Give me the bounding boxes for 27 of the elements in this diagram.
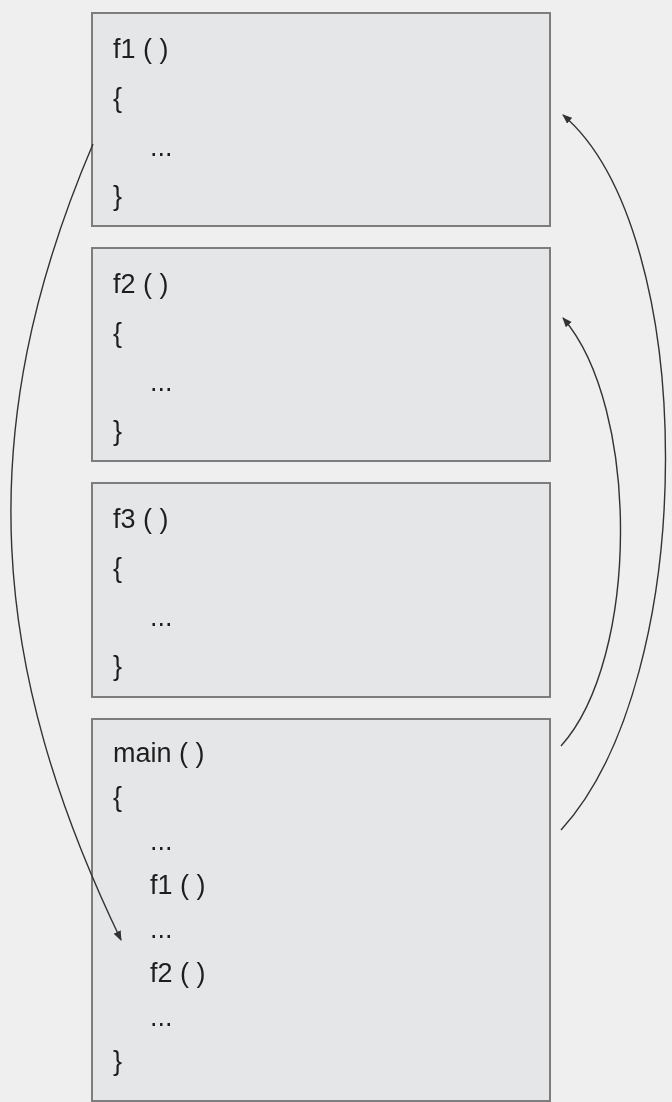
arrow xyxy=(10,143,122,941)
code-block xyxy=(91,247,551,462)
code-line: } xyxy=(113,653,123,680)
code-line: f1 ( ) xyxy=(150,872,206,899)
arrow xyxy=(560,317,622,747)
code-line: { xyxy=(113,555,123,582)
code-line: } xyxy=(113,418,123,445)
code-line: ... xyxy=(150,1004,173,1031)
code-block xyxy=(91,718,551,1102)
code-line: ... xyxy=(150,369,173,396)
code-block xyxy=(91,482,551,698)
code-line: ... xyxy=(150,828,173,855)
code-block xyxy=(91,12,551,227)
code-line: ... xyxy=(150,916,173,943)
code-line: f2 ( ) xyxy=(150,960,206,987)
arrow xyxy=(560,114,667,831)
code-line: ... xyxy=(150,134,173,161)
code-line: { xyxy=(113,320,123,347)
code-line: f2 ( ) xyxy=(113,271,169,298)
code-line: main ( ) xyxy=(113,740,205,767)
code-line: } xyxy=(113,183,123,210)
code-line: { xyxy=(113,784,123,811)
code-line: f3 ( ) xyxy=(113,506,169,533)
code-line: { xyxy=(113,85,123,112)
code-line: ... xyxy=(150,604,173,631)
code-line: f1 ( ) xyxy=(113,36,169,63)
code-line: } xyxy=(113,1048,123,1075)
